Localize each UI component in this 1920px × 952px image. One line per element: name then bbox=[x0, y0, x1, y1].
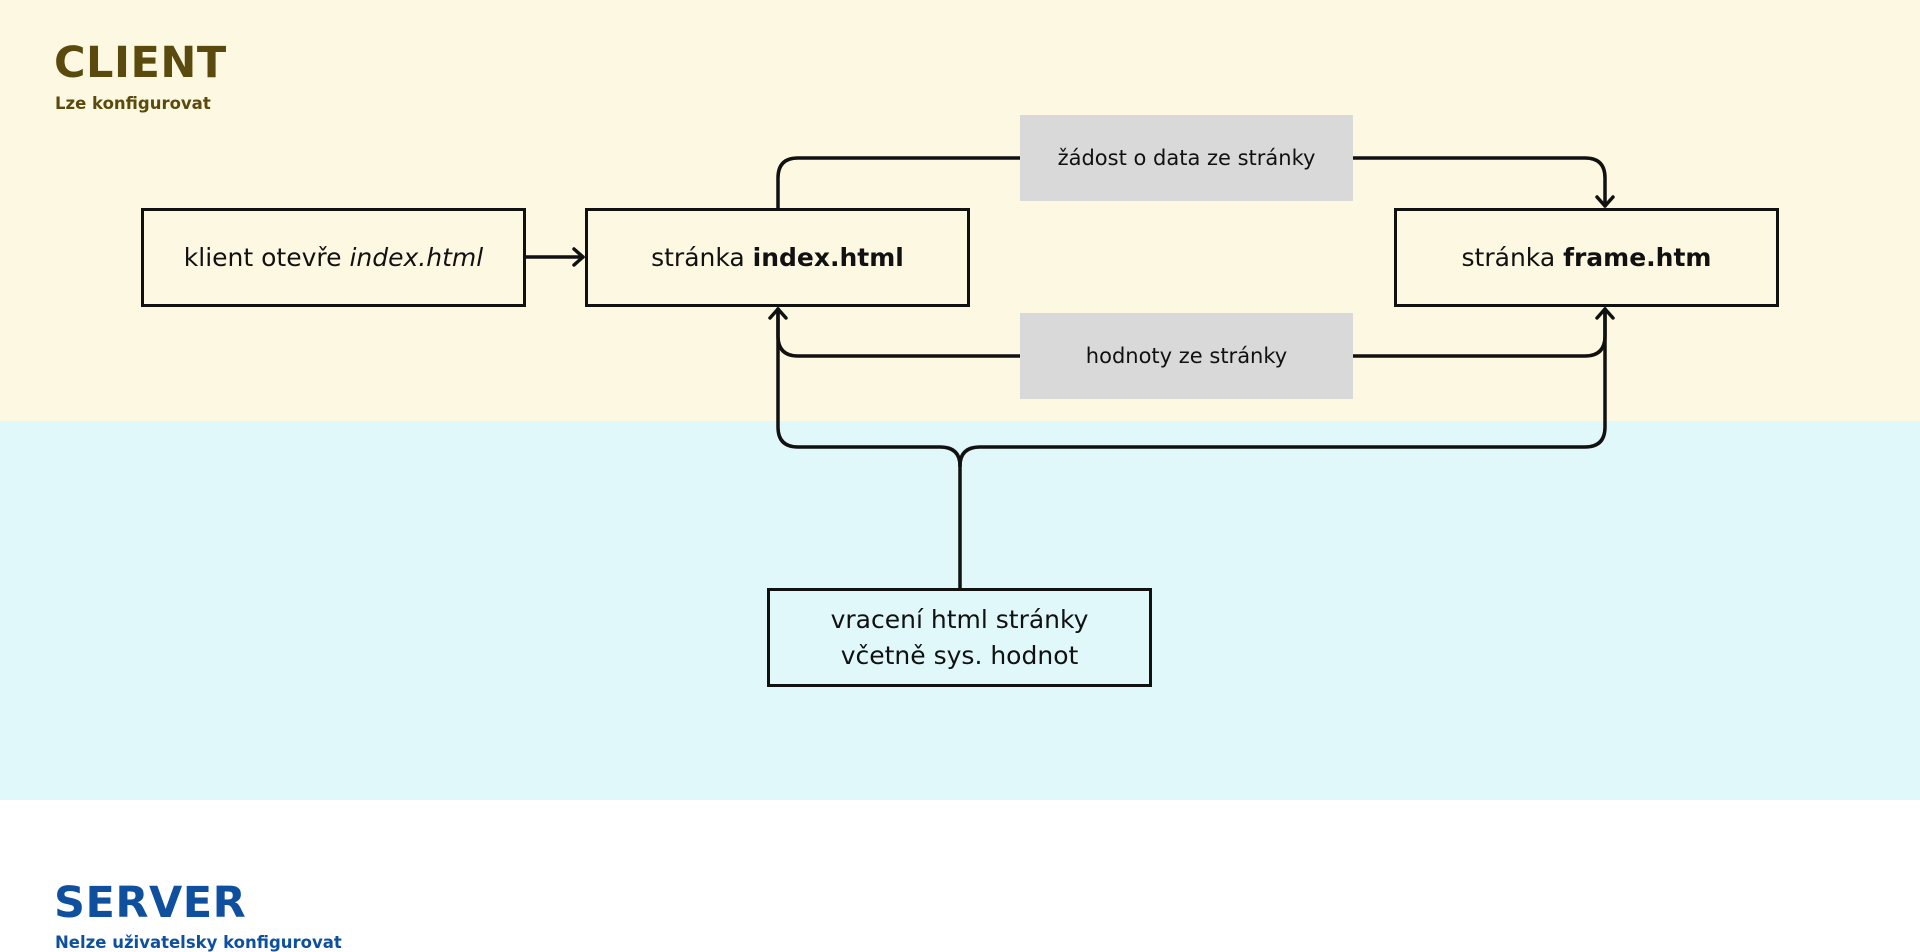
arrowhead-index-to-frame bbox=[1595, 195, 1615, 208]
client-zone-subtitle: Lze konfigurovat bbox=[55, 94, 211, 113]
connector-layer bbox=[524, 156, 1615, 590]
node-server-return: vracení html stránky včetně sys. hodnot bbox=[767, 588, 1152, 687]
edge-server-to-index bbox=[776, 307, 962, 468]
node-frame-page-text: stránka bbox=[1461, 243, 1564, 272]
arrowhead-open-to-index bbox=[572, 247, 585, 267]
node-index-page: stránka index.html bbox=[585, 208, 970, 307]
edge-label-values: hodnoty ze stránky bbox=[1020, 313, 1353, 399]
node-client-open-filename: index.html bbox=[349, 243, 484, 272]
node-index-page-text: stránka bbox=[651, 243, 753, 272]
server-zone-title: SERVER bbox=[54, 878, 247, 928]
arrowhead-server-to-frame bbox=[1595, 307, 1615, 320]
server-zone-subtitle: Nelze uživatelsky konfigurovat bbox=[55, 933, 342, 952]
edge-label-request: žádost o data ze stránky bbox=[1020, 115, 1353, 201]
node-client-open: klient otevře index.html bbox=[141, 208, 526, 307]
client-zone-title: CLIENT bbox=[54, 38, 227, 88]
node-frame-page: stránka frame.htm bbox=[1394, 208, 1779, 307]
node-server-return-line1: vracení html stránky bbox=[830, 604, 1089, 634]
node-client-open-text: klient otevře bbox=[183, 243, 350, 272]
node-frame-page-filename: frame.htm bbox=[1563, 243, 1712, 272]
node-index-page-filename: index.html bbox=[752, 243, 904, 272]
edge-server-to-frame bbox=[958, 307, 1607, 468]
node-server-return-line2: včetně sys. hodnot bbox=[840, 640, 1079, 670]
